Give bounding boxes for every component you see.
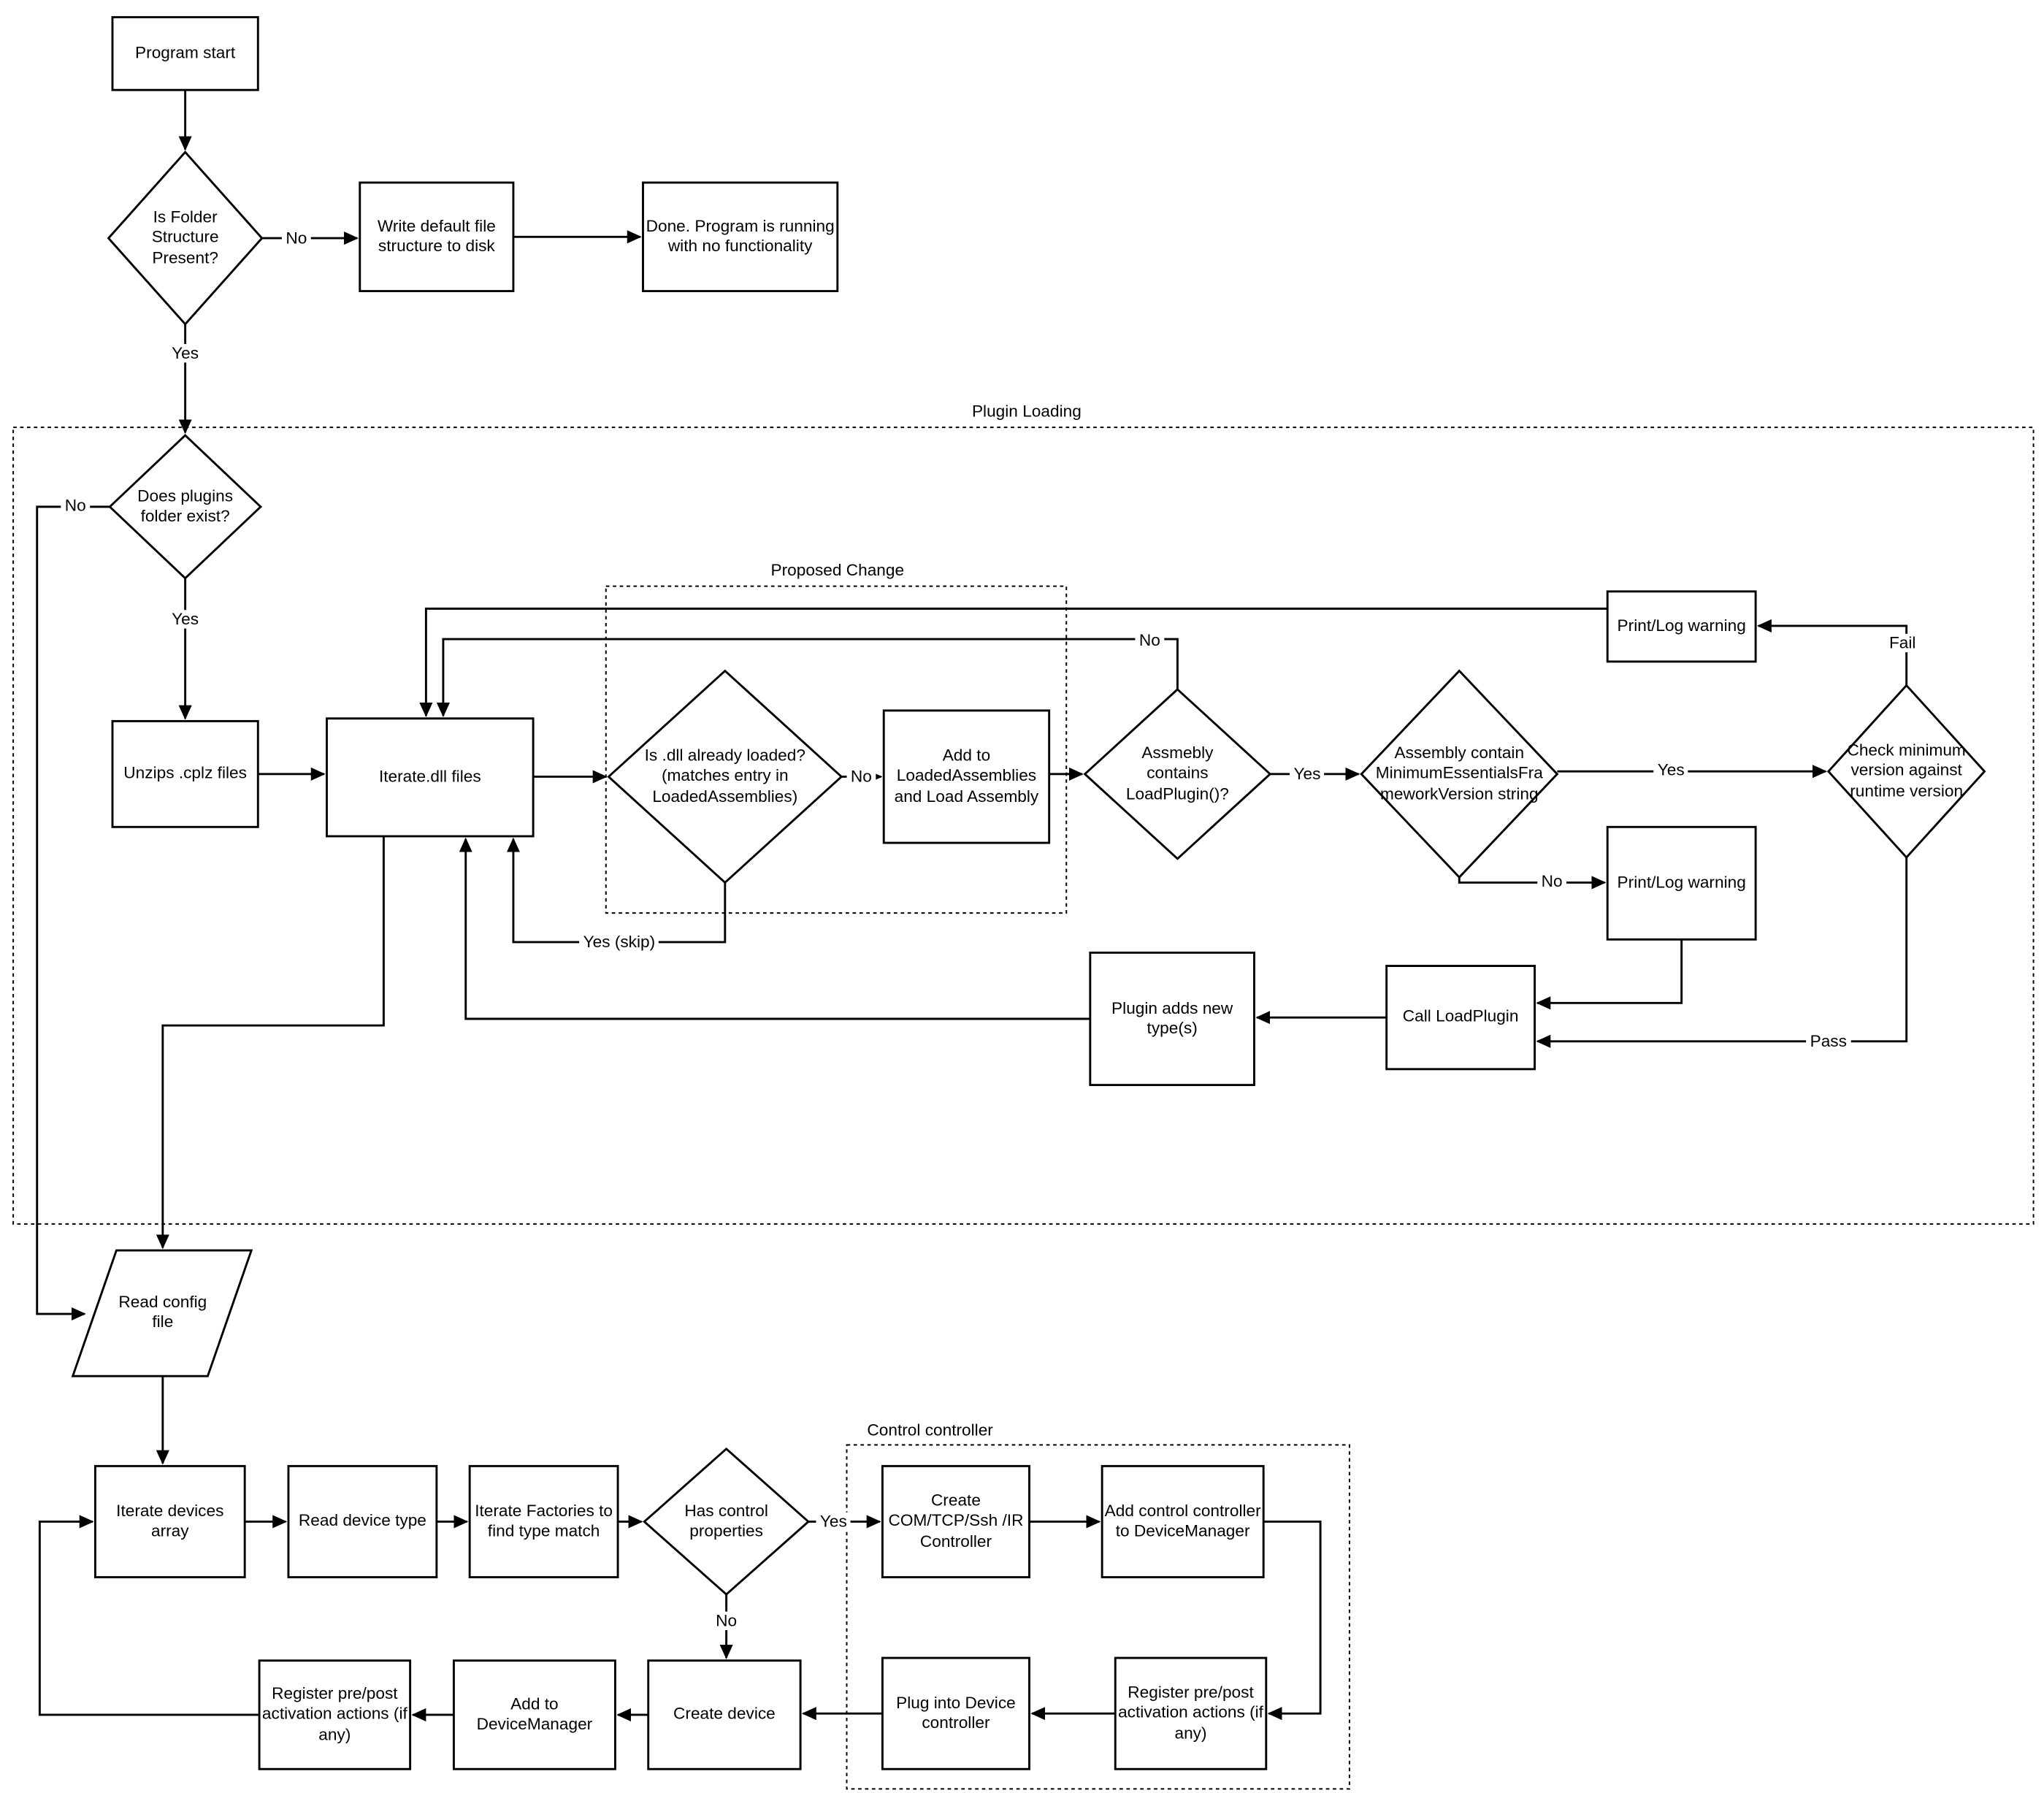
shape-plugin-adds-types — [1089, 951, 1255, 1087]
node-add-to-loaded: Add to LoadedAssemblies and Load Assembl… — [894, 746, 1039, 806]
node-create-device: Create device — [673, 1705, 776, 1724]
shape-add-to-devicemanager — [452, 1659, 616, 1770]
shape-is-dll-loaded — [607, 669, 843, 884]
shape-print-log-warning-nover — [1606, 825, 1757, 941]
shape-check-min-version — [1826, 684, 1986, 860]
node-does-plugins-exist: Does plugins folder exist? — [137, 486, 234, 526]
shape-assembly-contains-loadplugin — [1083, 687, 1272, 860]
node-unzips-cplz: Unzips .cplz files — [123, 764, 247, 783]
edge-label-minver-yes: Yes — [1653, 760, 1689, 780]
edge-label-control-no: No — [711, 1611, 741, 1631]
node-plugin-adds-types: Plugin adds new type(s) — [1111, 998, 1233, 1038]
shape-create-device — [647, 1659, 802, 1770]
shape-print-log-warning-fail — [1606, 590, 1757, 663]
edge-label-check-fail: Fail — [1885, 633, 1920, 653]
shape-write-default — [359, 181, 515, 293]
shape-program-start — [111, 16, 259, 91]
node-has-control-props: Has control properties — [684, 1501, 768, 1540]
shape-call-loadplugin — [1385, 965, 1536, 1071]
shape-register-prepost-right — [1114, 1656, 1268, 1770]
container-plugin-loading — [12, 427, 2035, 1225]
node-print-log-warning-fail: Print/Log warning — [1617, 616, 1746, 635]
container-label-control-controller: Control controller — [862, 1421, 999, 1440]
node-add-to-devicemanager: Add to DeviceManager — [476, 1694, 593, 1734]
container-control-controller — [846, 1444, 1350, 1790]
shape-add-control-to-dm — [1101, 1464, 1265, 1578]
edge-label-folder-no: No — [281, 229, 311, 248]
edge-iterate-dll-to-read-config — [156, 836, 385, 1250]
node-register-prepost-right: Register pre/post activation actions (if… — [1118, 1683, 1263, 1743]
edge-label-plugins-no: No — [61, 496, 91, 515]
shape-assembly-contains-minver — [1360, 669, 1559, 879]
shape-create-com-controller — [881, 1464, 1030, 1578]
shape-has-control-props — [643, 1447, 811, 1597]
shape-read-device-type — [287, 1464, 438, 1578]
node-iterate-devices: Iterate devices array — [116, 1501, 224, 1540]
node-call-loadplugin: Call LoadPlugin — [1402, 1007, 1519, 1026]
shape-iterate-dll — [326, 717, 535, 838]
shape-iterate-factories — [468, 1464, 619, 1578]
shape-add-to-loaded — [882, 709, 1051, 844]
node-assembly-contains-loadplugin: Assmebly contains LoadPlugin()? — [1125, 743, 1229, 803]
node-plug-into-device: Plug into Device controller — [896, 1693, 1016, 1732]
edge-print-warning-to-iterate-dll — [419, 607, 1608, 717]
edge-label-folder-yes: Yes — [167, 344, 203, 363]
node-assembly-contains-minver: Assembly contain MinimumEssentialsFramew… — [1375, 743, 1543, 803]
edge-register-left-to-iterate-devices — [38, 1515, 260, 1716]
node-check-min-version: Check minimum version against runtime ve… — [1847, 741, 1966, 800]
node-create-com-controller: Create COM/TCP/Ssh /IR Controller — [888, 1491, 1024, 1551]
shape-does-plugins-exist — [108, 434, 263, 580]
node-read-device-type: Read device type — [298, 1511, 426, 1531]
node-is-dll-loaded: Is .dll already loaded? (matches entry i… — [644, 746, 805, 806]
edge-minver-no-to-print-warning2 — [1458, 876, 1607, 890]
shape-is-folder-structure — [107, 150, 264, 326]
edge-plugins-no-to-read-config — [36, 505, 110, 1321]
node-add-control-to-dm: Add control controller to DeviceManager — [1104, 1501, 1261, 1540]
edge-label-plugins-yes: Yes — [167, 610, 203, 629]
edge-label-assembly-yes: Yes — [1290, 765, 1325, 784]
shape-iterate-devices — [93, 1464, 246, 1578]
edge-add-control-to-register-right — [1263, 1521, 1322, 1721]
edge-version-fail-to-print-warning — [1756, 619, 1908, 686]
node-program-start: Program start — [135, 43, 236, 62]
edge-label-minver-no: No — [1537, 871, 1567, 891]
edge-assembly-no-to-iterate-dll — [436, 638, 1179, 717]
node-register-prepost-left: Register pre/post activation actions (if… — [261, 1684, 407, 1744]
edge-label-control-yes: Yes — [816, 1512, 851, 1532]
edge-label-assembly-no: No — [1135, 631, 1165, 650]
node-is-folder-structure: Is Folder Structure Present? — [151, 207, 219, 267]
edge-label-dll-no: No — [846, 767, 876, 787]
edge-print-warning2-to-call-loadplugin — [1536, 939, 1683, 1010]
shape-register-prepost-left — [258, 1659, 412, 1770]
edge-plugin-adds-to-iterate-dll — [459, 837, 1090, 1020]
node-done-no-functionality: Done. Program is running with no functio… — [646, 216, 835, 256]
container-proposed-change — [605, 585, 1068, 914]
container-label-proposed-change: Proposed Change — [765, 561, 910, 580]
shape-plug-into-device — [881, 1656, 1030, 1770]
edge-label-check-pass: Pass — [1806, 1032, 1851, 1051]
shape-done-no-functionality — [642, 181, 839, 293]
node-write-default: Write default file structure to disk — [377, 216, 496, 256]
node-read-config: Read config file — [118, 1292, 207, 1331]
edge-version-pass-to-call-loadplugin — [1536, 857, 1908, 1048]
node-iterate-factories: Iterate Factories to find type match — [475, 1501, 613, 1540]
container-label-plugin-loading: Plugin Loading — [966, 402, 1087, 421]
shape-read-config — [71, 1249, 253, 1377]
node-iterate-dll: Iterate.dll files — [378, 767, 481, 786]
edge-label-dll-yes-skip: Yes (skip) — [579, 933, 659, 952]
shape-unzips-cplz — [111, 719, 259, 828]
node-print-log-warning-nover: Print/Log warning — [1617, 873, 1746, 892]
